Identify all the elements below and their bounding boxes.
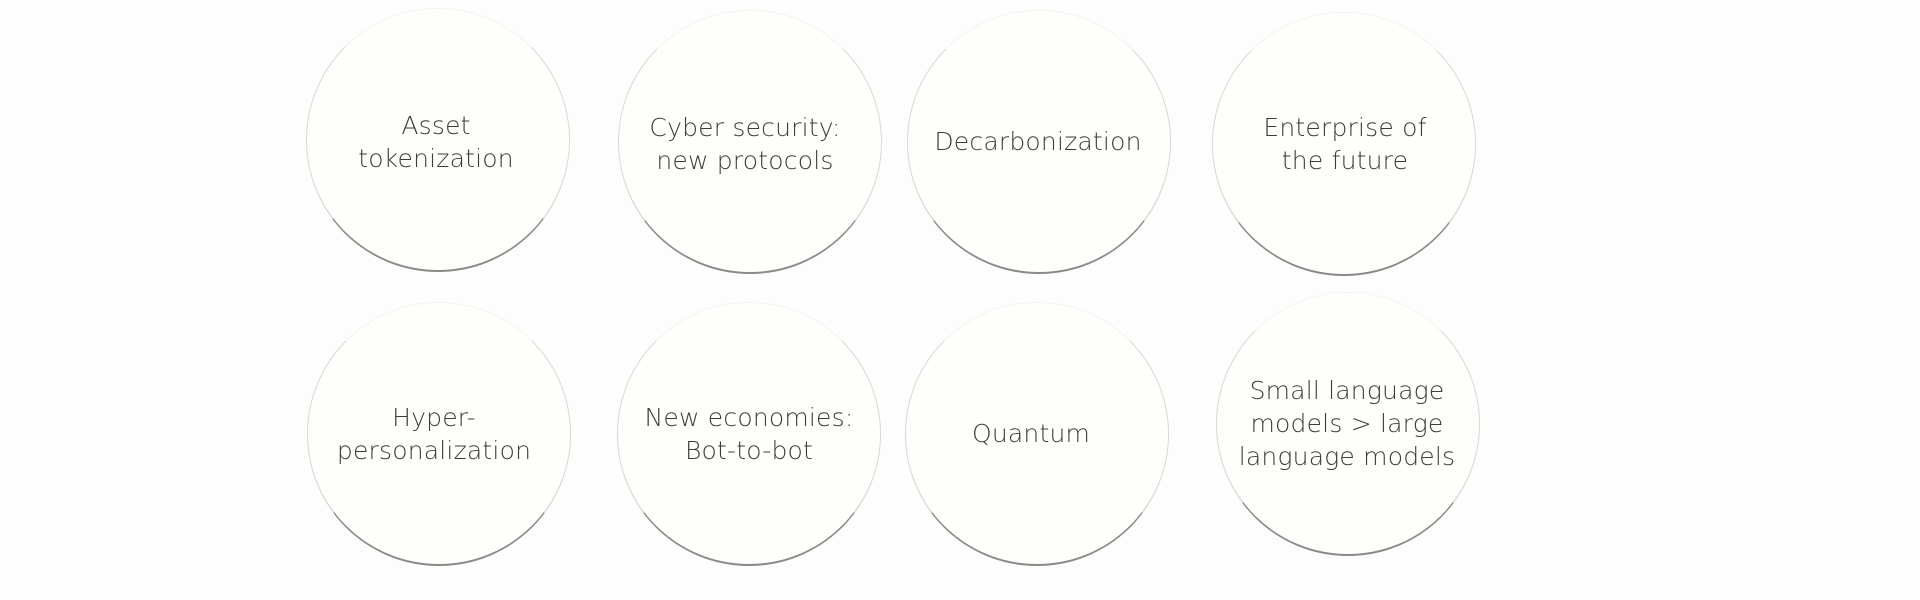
topic-circle-decarbonization: Decarbonization — [907, 10, 1171, 274]
topic-label: New economies: Bot-to-bot — [644, 402, 854, 465]
topic-circle-hyper-personalization: Hyper- personalization — [307, 302, 571, 566]
topic-label: Enterprise of the future — [1263, 112, 1427, 175]
topic-label: Decarbonization — [934, 127, 1142, 156]
topic-label: Hyper- personalization — [336, 402, 532, 465]
topic-circle-small-language-models: Small language models > large language m… — [1216, 292, 1480, 556]
topic-circle-enterprise-of-the-future: Enterprise of the future — [1212, 12, 1476, 276]
topic-label: Asset tokenization — [358, 110, 514, 173]
topic-label: Quantum — [971, 419, 1091, 448]
topic-label: Cyber security: new protocols — [649, 112, 841, 175]
topic-circle-quantum: Quantum — [905, 302, 1169, 566]
topic-circle-cyber-security: Cyber security: new protocols — [618, 10, 882, 274]
topic-circle-new-economies: New economies: Bot-to-bot — [617, 302, 881, 566]
topic-label: Small language models > large language m… — [1238, 376, 1456, 471]
topic-circle-asset-tokenization: Asset tokenization — [306, 8, 570, 272]
